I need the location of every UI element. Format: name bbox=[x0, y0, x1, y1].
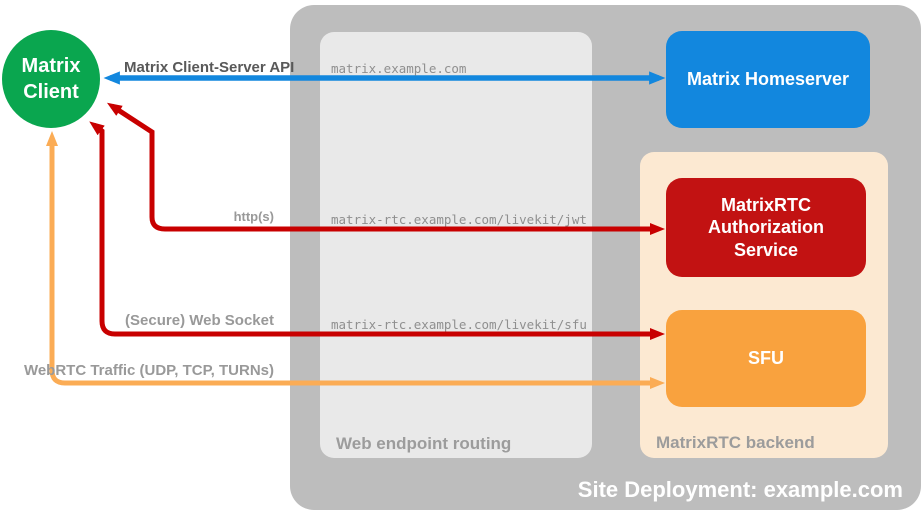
edge-label-webrtc-traffic: WebRTC Traffic (UDP, TCP, TURNs) bbox=[23, 362, 274, 379]
route-livekit-jwt: matrix-rtc.example.com/livekit/jwt bbox=[331, 212, 587, 227]
node-matrix-client-label: Matrix Client bbox=[21, 55, 81, 103]
node-matrixrtc-authorization-service: MatrixRTC Authorization Service bbox=[666, 178, 866, 277]
edge-label-https: http(s) bbox=[233, 209, 274, 224]
edge-label-web-socket: (Secure) Web Socket bbox=[125, 312, 274, 329]
node-sfu-label: SFU bbox=[748, 348, 784, 369]
node-matrixrtc-authorization-service-label: MatrixRTC Authorization Service bbox=[708, 194, 824, 260]
web-endpoint-routing-container bbox=[320, 32, 592, 458]
node-matrix-homeserver-label: Matrix Homeserver bbox=[686, 69, 850, 90]
node-matrix-homeserver: Matrix Homeserver bbox=[666, 31, 870, 128]
edge-label-client-server-api: Matrix Client-Server API bbox=[124, 59, 295, 76]
route-matrix-example-com: matrix.example.com bbox=[331, 61, 467, 76]
node-sfu: SFU bbox=[666, 310, 866, 407]
route-livekit-sfu: matrix-rtc.example.com/livekit/sfu bbox=[331, 317, 587, 332]
caption-matrixrtc-backend: MatrixRTC backend bbox=[656, 433, 815, 452]
caption-web-endpoint-routing: Web endpoint routing bbox=[336, 434, 512, 453]
node-matrix-client: Matrix Client bbox=[2, 30, 100, 128]
caption-site-deployment: Site Deployment: example.com bbox=[577, 477, 903, 502]
